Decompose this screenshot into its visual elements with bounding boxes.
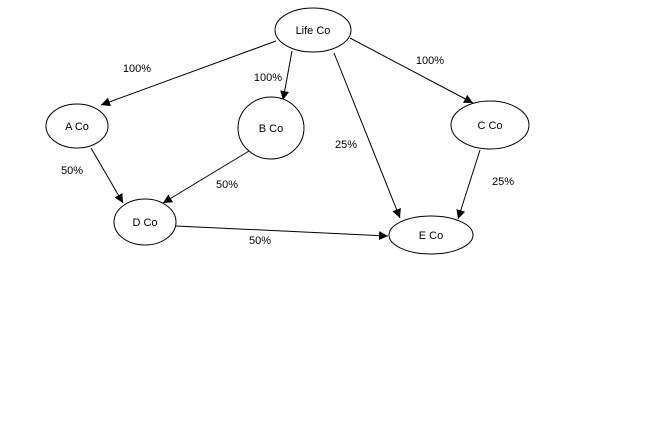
node-label-b: B Co: [259, 123, 283, 135]
edge-label-b-d: 50%: [216, 179, 238, 191]
node-b: B Co: [237, 96, 305, 160]
arrow-life-b: [280, 50, 293, 101]
node-c: C Co: [450, 100, 530, 150]
arrow-d-e: [175, 225, 389, 241]
node-label-life: Life Co: [296, 25, 331, 37]
edges-layer: [90, 37, 481, 241]
node-label-c: C Co: [477, 120, 502, 132]
edge-label-life-e: 25%: [335, 139, 357, 151]
node-label-e: E Co: [419, 230, 443, 242]
arrow-life-e: [333, 52, 401, 219]
node-a: A Co: [45, 103, 109, 149]
node-label-a: A Co: [65, 121, 89, 133]
node-ellipse-c: [450, 100, 530, 150]
node-ellipse-a: [45, 103, 109, 149]
edge-label-a-d: 50%: [61, 165, 83, 177]
node-ellipse-b: [237, 96, 305, 160]
edge-label-life-a: 100%: [123, 63, 151, 75]
arrow-b-d: [162, 150, 250, 204]
node-label-d: D Co: [132, 217, 157, 229]
nodes-layer: Life Co A Co B Co C Co D Co E Co: [45, 7, 530, 255]
node-ellipse-d: [113, 198, 177, 246]
edge-labels-layer: 100% 100% 100% 25% 50% 50% 25% 50%: [61, 55, 514, 247]
arrow-life-a: [100, 40, 277, 107]
node-ellipse-life: [274, 7, 352, 53]
edge-label-life-b: 100%: [254, 72, 282, 84]
edge-label-d-e: 50%: [249, 235, 271, 247]
node-ellipse-e: [388, 215, 474, 255]
node-e: E Co: [388, 215, 474, 255]
arrow-a-d: [90, 147, 124, 204]
edge-label-life-c: 100%: [416, 55, 444, 67]
arrow-c-e: [456, 149, 481, 220]
node-d: D Co: [113, 198, 177, 246]
node-life: Life Co: [274, 7, 352, 53]
edge-label-c-e: 25%: [492, 176, 514, 188]
arrow-life-c: [349, 37, 474, 104]
